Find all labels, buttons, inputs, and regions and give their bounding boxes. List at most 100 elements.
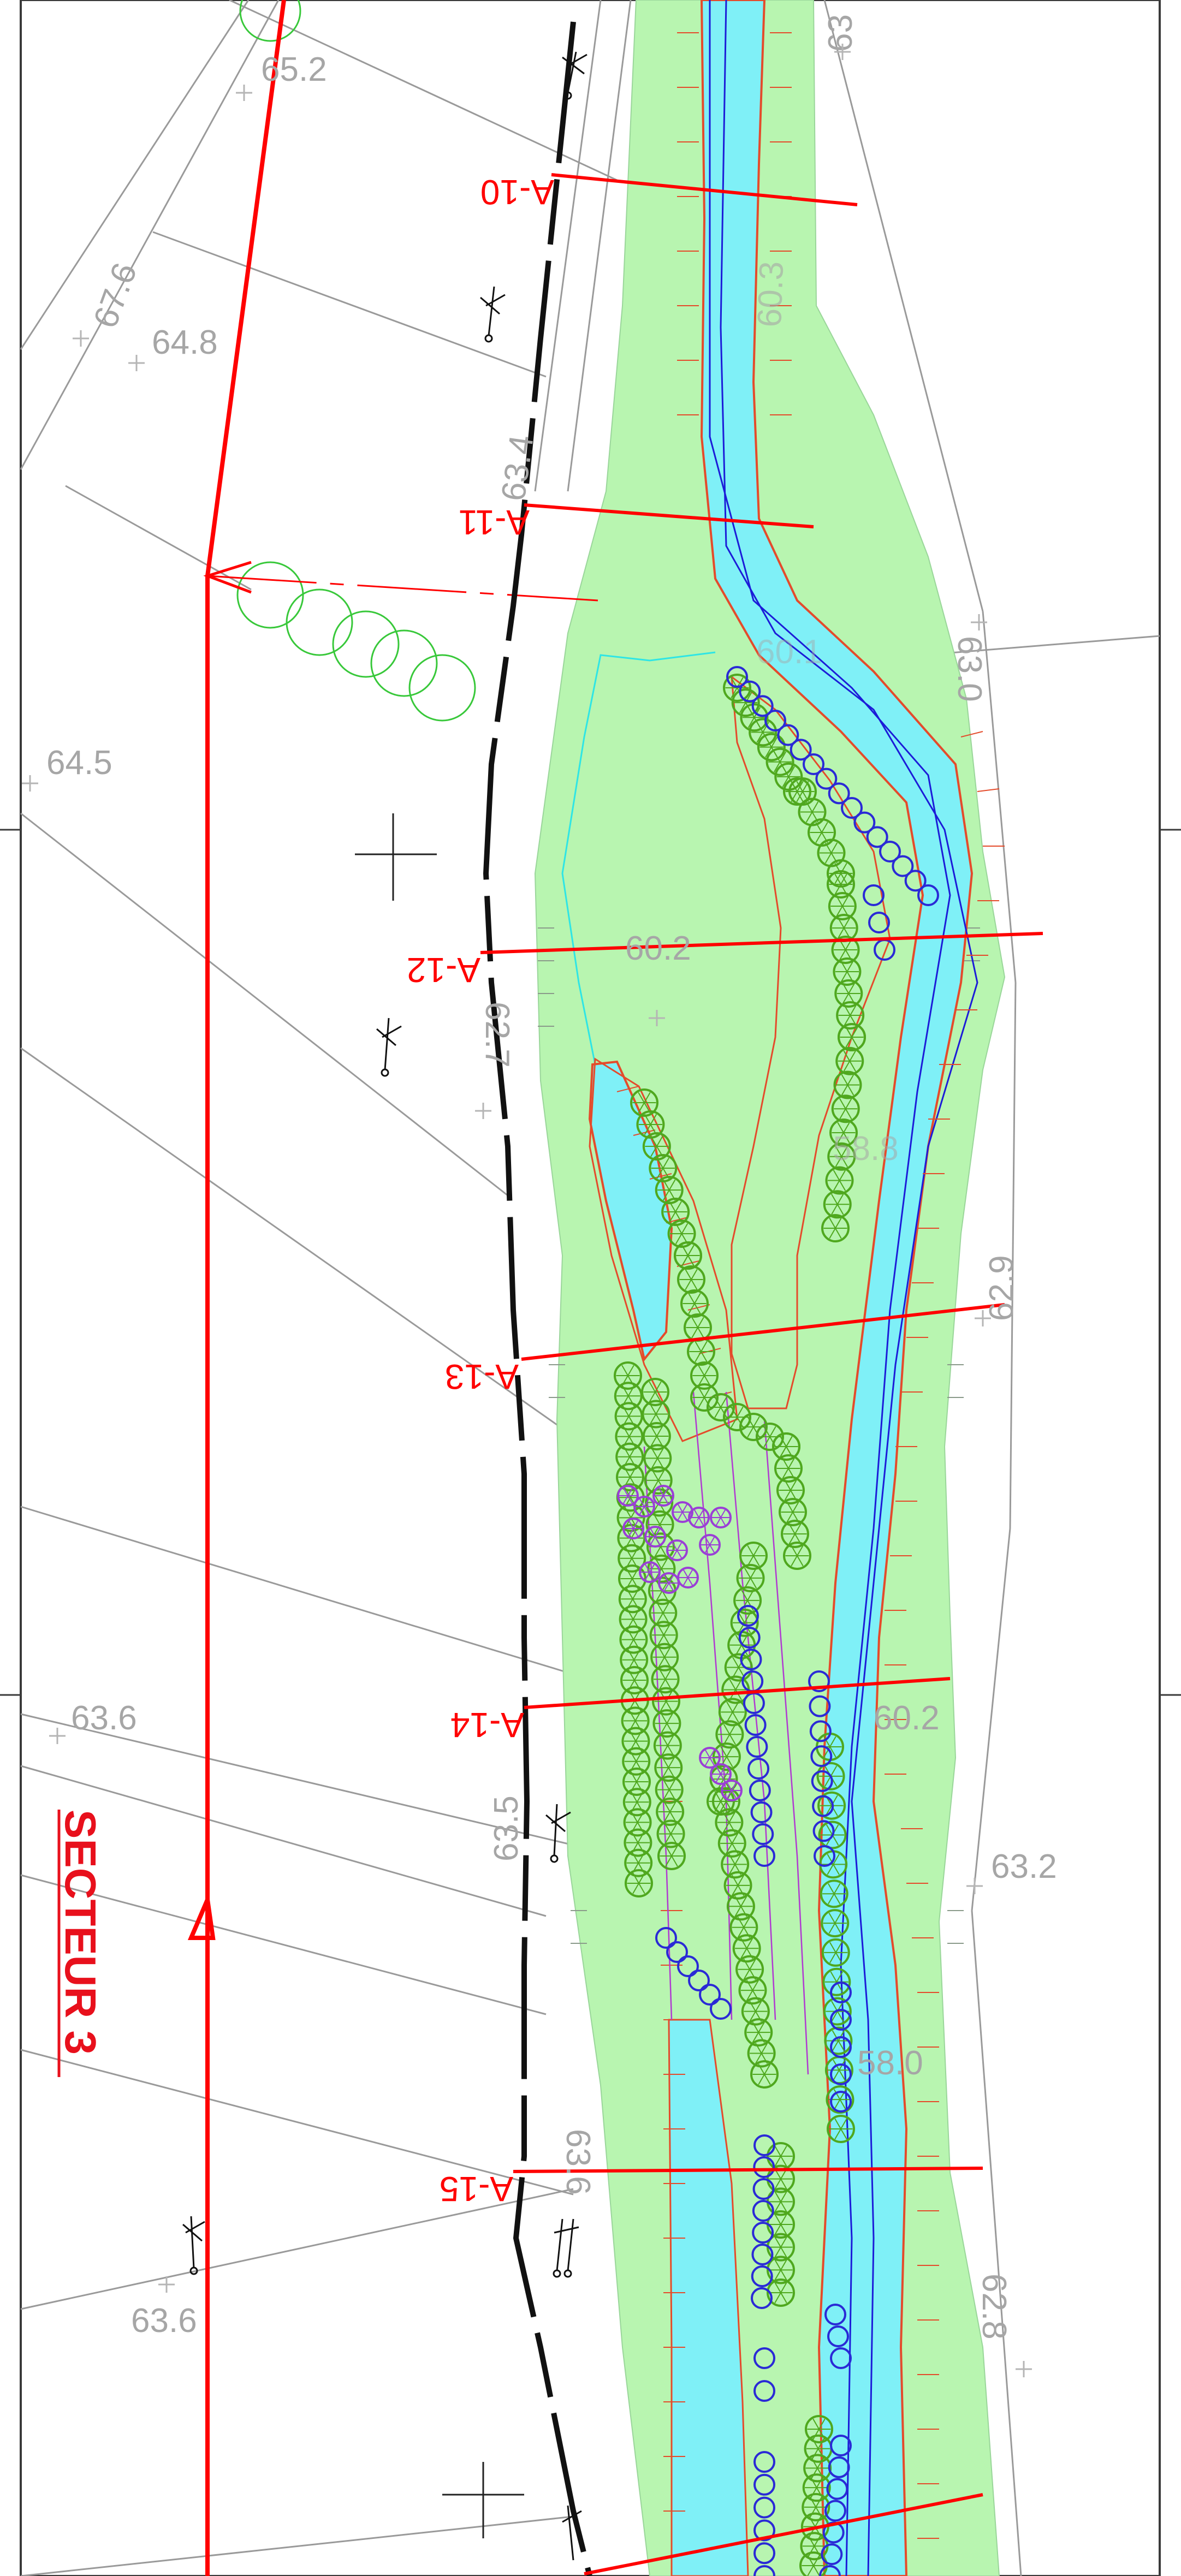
river-channel (700, 0, 974, 2576)
shrub-symbol-icon (633, 1496, 655, 1518)
elevation-label: 63.6 (559, 2129, 597, 2195)
shrub-symbol-icon (830, 2435, 852, 2456)
shrub-symbol-icon (677, 1955, 699, 1977)
shrub-symbol-icon (803, 753, 824, 775)
shrub-symbol-icon (699, 1534, 721, 1556)
shrub-symbol-icon (809, 1720, 832, 1742)
tree-symbol-icon (834, 979, 863, 1008)
property-offset-dash (207, 575, 598, 602)
elevation-label: 63.6 (131, 2302, 197, 2340)
shrub-symbol-icon (749, 1780, 771, 1801)
shrub-symbol-icon (841, 797, 863, 819)
shrub-symbol-icon (753, 2451, 775, 2473)
shrub-symbol-icon (699, 1747, 721, 1769)
tree-symbol-icon (649, 1621, 678, 1650)
tree-symbol-icon (833, 957, 862, 986)
tree-symbol-icon (828, 892, 857, 920)
shrub-symbol-icon (652, 1485, 674, 1507)
tree-symbol-icon (829, 1119, 858, 1147)
shrub-symbol-icon (811, 1770, 833, 1792)
bank-slope-hatching (538, 927, 980, 1944)
tree-symbol-icon (649, 1598, 678, 1627)
section-label-a15: A-15 (440, 2169, 513, 2209)
tree-symbol-icon (802, 2492, 830, 2521)
map-frame (20, 0, 1161, 2576)
tree-symbol-icon (715, 1808, 744, 1837)
section-line-a10 (551, 173, 858, 206)
side-channel (668, 2019, 749, 2576)
section-label-a11: A-11 (459, 503, 530, 542)
section-label-a14: A-14 (450, 1705, 524, 1745)
tree-symbol-icon (767, 2210, 795, 2239)
tree-symbol-icon (622, 1768, 651, 1796)
tree-symbol-icon (827, 1142, 856, 1171)
tree-symbol-icon (723, 1403, 751, 1431)
section-labels: A-10 A-11 A-12 A-13 A-14 A-15 (407, 172, 554, 2209)
shrub-symbol-icon (688, 1507, 710, 1528)
elevation-label: 60.1 (756, 633, 822, 671)
elevation-label: 58.8 (833, 1130, 899, 1168)
shrub-symbol-icon (753, 2347, 775, 2369)
shrub-symbol-icon (740, 1649, 762, 1670)
tree-symbol-icon (641, 1378, 669, 1406)
shrub-symbol-icon (904, 870, 927, 892)
tree-symbol-icon (630, 1088, 658, 1117)
shrub-symbol-icon (710, 1763, 732, 1785)
shrub-symbol-icon (617, 1485, 639, 1507)
elevation-label: 63.0 (951, 636, 988, 702)
elevation-label: 67.6 (86, 258, 144, 333)
tree-symbol-icon (835, 1046, 864, 1075)
tree-symbol-icon (767, 2256, 795, 2285)
elevation-label: 62.9 (983, 1255, 1020, 1321)
tree-symbol-icon (836, 1001, 865, 1030)
shrub-symbol-icon (751, 2244, 774, 2265)
tree-symbol-icon (827, 870, 855, 899)
shrub-symbol-icon (917, 884, 939, 906)
shrub-symbol-icon (821, 2543, 843, 2566)
tree-symbol-icon (741, 1997, 770, 2026)
shrub-symbol-icon (738, 1627, 761, 1649)
drainage-line (561, 651, 716, 1092)
elevation-label: 60.2 (625, 930, 691, 967)
tree-symbol-icon (690, 1383, 719, 1412)
shrub-symbol-icon (814, 1845, 835, 1867)
shrub-symbol-icon (812, 1820, 835, 1842)
shrub-symbol-icon (752, 2222, 774, 2244)
shrub-symbol-icon (809, 1695, 831, 1717)
tree-symbol-icon (739, 1542, 768, 1570)
section-line-a11 (524, 503, 814, 528)
shrub-symbol-icon (753, 2156, 775, 2178)
tree-symbol-icon (677, 1265, 705, 1294)
shrub-symbol-icon (892, 855, 914, 877)
shrub-symbol-icon (830, 2091, 852, 2113)
island-outline (589, 1057, 738, 1442)
tree-symbol-icon (656, 1819, 685, 1848)
tree-symbol-icon (622, 1747, 651, 1776)
shrub-symbol-icon (666, 1941, 688, 1963)
property-line (187, 0, 286, 2576)
shrub-symbol-icon (824, 2304, 846, 2325)
shrub-symbol-icon (828, 2456, 850, 2478)
tree-symbol-icon (821, 1909, 850, 1938)
elevation-label: 63 (822, 14, 859, 52)
tree-symbol-icon (620, 1645, 649, 1674)
cross-section-lines (480, 173, 1043, 2575)
section-label-a12: A-12 (407, 950, 480, 990)
shrub-symbol-icon (710, 1507, 732, 1528)
tree-symbol-icon (715, 1720, 744, 1749)
elevation-label: 62.8 (975, 2274, 1013, 2340)
shrub-symbol-icon (672, 1501, 693, 1523)
tree-symbol-icon (833, 1070, 862, 1099)
tree-symbol-icon (821, 1938, 850, 1967)
tree-symbol-icon (616, 1463, 644, 1491)
shrub-symbol-icon (753, 2519, 775, 2542)
shrub-symbol-icon (751, 2265, 773, 2287)
tree-symbol-icon (740, 703, 769, 732)
shrub-symbol-icon (777, 724, 799, 746)
shrub-symbol-icon (812, 1795, 834, 1817)
shrub-symbol-icon (824, 2500, 846, 2522)
elevation-label: 60.2 (874, 1699, 940, 1737)
tree-symbol-icon (642, 1421, 671, 1450)
elevation-label: 64.8 (152, 324, 218, 361)
